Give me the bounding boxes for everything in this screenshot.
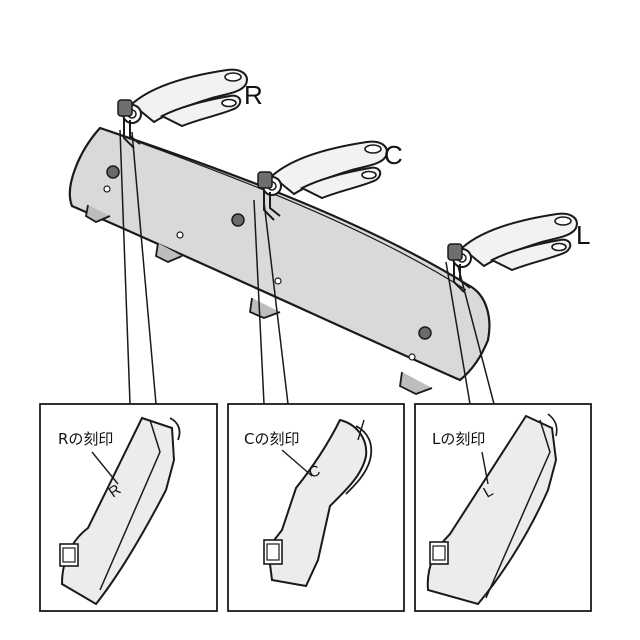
detail-box-c: Cの刻印 C — [227, 403, 405, 612]
bottom-clip — [155, 242, 183, 263]
panel-hole — [231, 213, 245, 227]
bottom-clip — [399, 371, 433, 395]
bracket-l-label: L — [576, 220, 590, 250]
panel-hole — [176, 231, 184, 239]
bracket-c-label: C — [384, 140, 403, 170]
detail-box-l: Lの刻印 L — [414, 403, 592, 612]
bottom-clip — [249, 297, 281, 319]
bracket-l — [447, 212, 578, 293]
bracket-r — [117, 68, 248, 149]
panel-hole — [103, 185, 111, 193]
detail-c-caption: Cの刻印 — [244, 430, 299, 448]
panel-hole — [106, 165, 120, 179]
bracket-r-label: R — [244, 80, 263, 110]
panel-hole — [418, 326, 432, 340]
detail-box-r: Rの刻印 R — [39, 403, 218, 612]
detail-l-caption: Lの刻印 — [432, 430, 485, 448]
license-plate-panel — [68, 126, 491, 382]
leader-lines — [119, 129, 495, 405]
detail-r-caption: Rの刻印 — [58, 430, 113, 448]
panel-hole — [274, 277, 282, 285]
bottom-clip — [85, 204, 111, 224]
panel-hole — [408, 353, 416, 361]
